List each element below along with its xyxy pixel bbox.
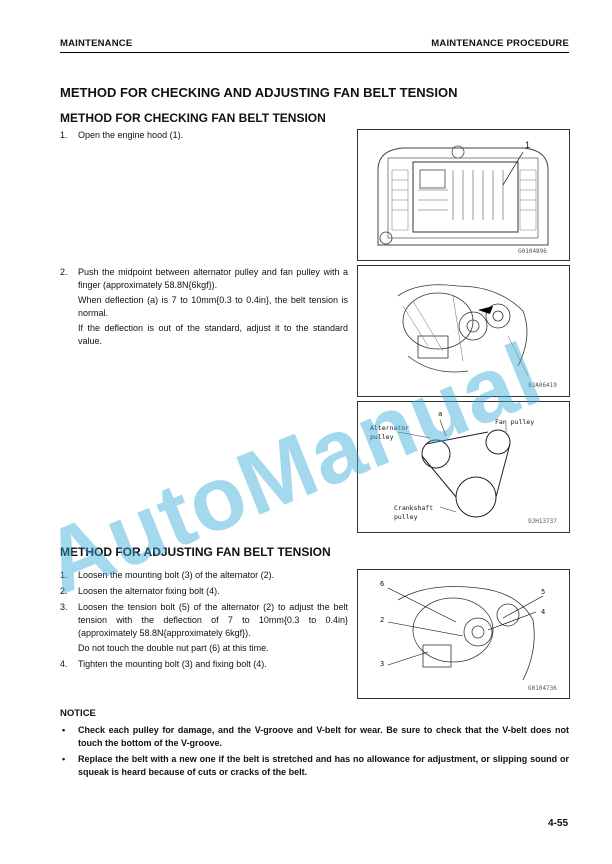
callout-6: 6	[380, 580, 385, 588]
header-chapter: MAINTENANCE PROCEDURE	[431, 38, 569, 49]
step-text: Tighten the mounting bolt (3) and fixing…	[78, 659, 267, 669]
step-number: 3.	[60, 602, 68, 612]
callout-3: 3	[380, 660, 385, 668]
step-number: 1.	[60, 130, 68, 140]
notice-bullet-1: • Check each pulley for damage, and the …	[60, 724, 569, 752]
step-text: If the deflection is out of the standard…	[78, 323, 348, 346]
fan-pulley-label: Fan pulley	[495, 418, 535, 426]
step-number: 2.	[60, 586, 68, 596]
figure-code: G0104896	[518, 248, 547, 255]
callout-1: 1	[525, 140, 531, 150]
notice-text: Replace the belt with a new one if the b…	[78, 754, 569, 777]
notice-text: Check each pulley for damage, and the V-…	[78, 725, 569, 748]
crankshaft-pulley-label: Crankshaft pulley	[394, 504, 434, 521]
engine-hood-figure: 1 G0104896	[357, 129, 570, 261]
alternator-pulley-label: Alternator pulley	[370, 424, 410, 441]
step-text: Loosen the tension bolt (5) of the alter…	[78, 602, 348, 638]
checking-title: METHOD FOR CHECKING FAN BELT TENSION	[60, 111, 326, 125]
step-number: 1.	[60, 570, 68, 580]
main-title: METHOD FOR CHECKING AND ADJUSTING FAN BE…	[60, 85, 458, 100]
adjusting-step-4: 4. Tighten the mounting bolt (3) and fix…	[60, 658, 348, 672]
notice-bullet-2: • Replace the belt with a new one if the…	[60, 753, 569, 781]
header-rule	[60, 52, 569, 53]
deflection-label: a	[438, 410, 443, 418]
page-header: MAINTENANCE MAINTENANCE PROCEDURE	[60, 38, 569, 52]
step-number: 4.	[60, 659, 68, 669]
adjusting-step-2: 2. Loosen the alternator fixing bolt (4)…	[60, 585, 348, 599]
step-number: 2.	[60, 267, 68, 277]
callout-5: 5	[541, 588, 546, 596]
adjusting-step-3-note: Do not touch the double nut part (6) at …	[60, 642, 348, 656]
alternator-adjust-figure: 6 5 4 2 3 G0104736	[357, 569, 570, 699]
figure-code: 9JH13737	[528, 518, 557, 525]
page-number: 4-55	[547, 818, 568, 829]
checking-step-2-adjust: If the deflection is out of the standard…	[60, 322, 348, 352]
step-text: Loosen the alternator fixing bolt (4).	[78, 586, 220, 596]
step-text: Open the engine hood (1).	[78, 130, 184, 140]
figure-code: 9JA06419	[528, 382, 557, 389]
engine-pulley-figure: 9JA06419	[357, 265, 570, 397]
checking-step-1: 1. Open the engine hood (1).	[60, 129, 348, 143]
step-text: Push the midpoint between alternator pul…	[78, 267, 348, 290]
callout-2: 2	[380, 616, 385, 624]
adjusting-step-3: 3. Loosen the tension bolt (5) of the al…	[60, 601, 348, 641]
header-section: MAINTENANCE	[60, 38, 133, 49]
step-text: Do not touch the double nut part (6) at …	[78, 643, 269, 653]
notice-heading: NOTICE	[60, 708, 96, 719]
checking-step-2: 2. Push the midpoint between alternator …	[60, 266, 348, 296]
bullet-marker: •	[62, 754, 66, 764]
adjusting-step-1: 1. Loosen the mounting bolt (3) of the a…	[60, 569, 348, 583]
figure-code: G0104736	[528, 685, 557, 692]
bullet-marker: •	[62, 725, 66, 735]
callout-4: 4	[541, 608, 546, 616]
checking-step-2-normal: When deflection (a) is 7 to 10mm{0.3 to …	[60, 294, 348, 324]
adjusting-title: METHOD FOR ADJUSTING FAN BELT TENSION	[60, 545, 331, 559]
step-text: Loosen the mounting bolt (3) of the alte…	[78, 570, 275, 580]
step-text: When deflection (a) is 7 to 10mm{0.3 to …	[78, 295, 348, 318]
belt-diagram-figure: a Alternator pulley Fan pulley Crankshaf…	[357, 401, 570, 533]
